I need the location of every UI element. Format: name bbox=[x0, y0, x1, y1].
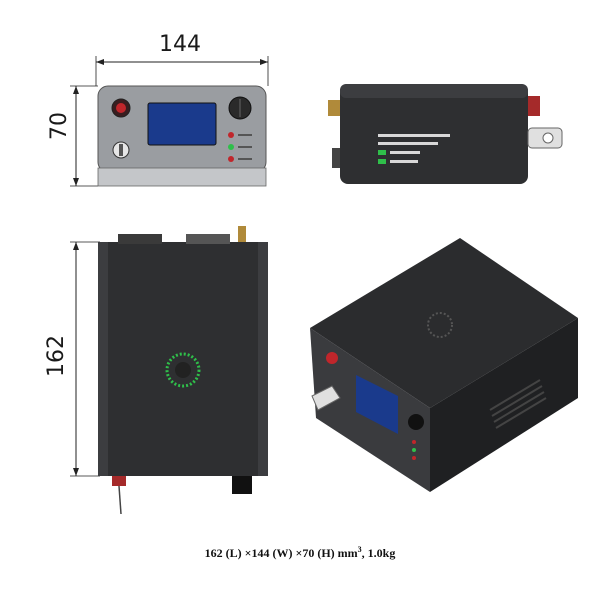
caption-tail: , 1.0kg bbox=[361, 546, 396, 560]
spec-caption: 162 (L) ×144 (W) ×70 (H) mm3, 1.0kg bbox=[0, 545, 600, 561]
caption-superscript: 3 bbox=[357, 545, 362, 554]
display-screen bbox=[147, 102, 217, 146]
caption-main: 162 (L) ×144 (W) ×70 (H) mm bbox=[204, 546, 358, 560]
iso-knob bbox=[408, 414, 424, 430]
iso-key bbox=[311, 385, 341, 411]
iso-top-face bbox=[310, 238, 578, 408]
top-body bbox=[98, 242, 268, 476]
led-green bbox=[228, 144, 234, 150]
isometric-view bbox=[310, 238, 578, 492]
fiber-cable bbox=[118, 485, 122, 515]
width-dimension-label: 144 bbox=[159, 32, 201, 57]
rear-port bbox=[528, 96, 540, 116]
led-red-2 bbox=[228, 156, 234, 162]
label-line bbox=[378, 134, 450, 137]
length-dimension-label: 162 bbox=[44, 335, 69, 377]
iso-emission-button bbox=[326, 352, 338, 364]
top-view bbox=[70, 226, 268, 515]
front-base bbox=[97, 167, 267, 187]
sma-connector bbox=[328, 100, 340, 116]
back-view bbox=[328, 84, 563, 184]
iso-right-face bbox=[430, 318, 578, 492]
iso-screen bbox=[356, 375, 398, 434]
front-view bbox=[70, 56, 269, 187]
height-dimension-label: 70 bbox=[47, 112, 72, 140]
fan-vent bbox=[165, 352, 201, 388]
width-arrow-left bbox=[96, 59, 104, 65]
width-arrow-right bbox=[260, 59, 268, 65]
top-sma bbox=[238, 226, 246, 242]
led-red bbox=[228, 132, 234, 138]
